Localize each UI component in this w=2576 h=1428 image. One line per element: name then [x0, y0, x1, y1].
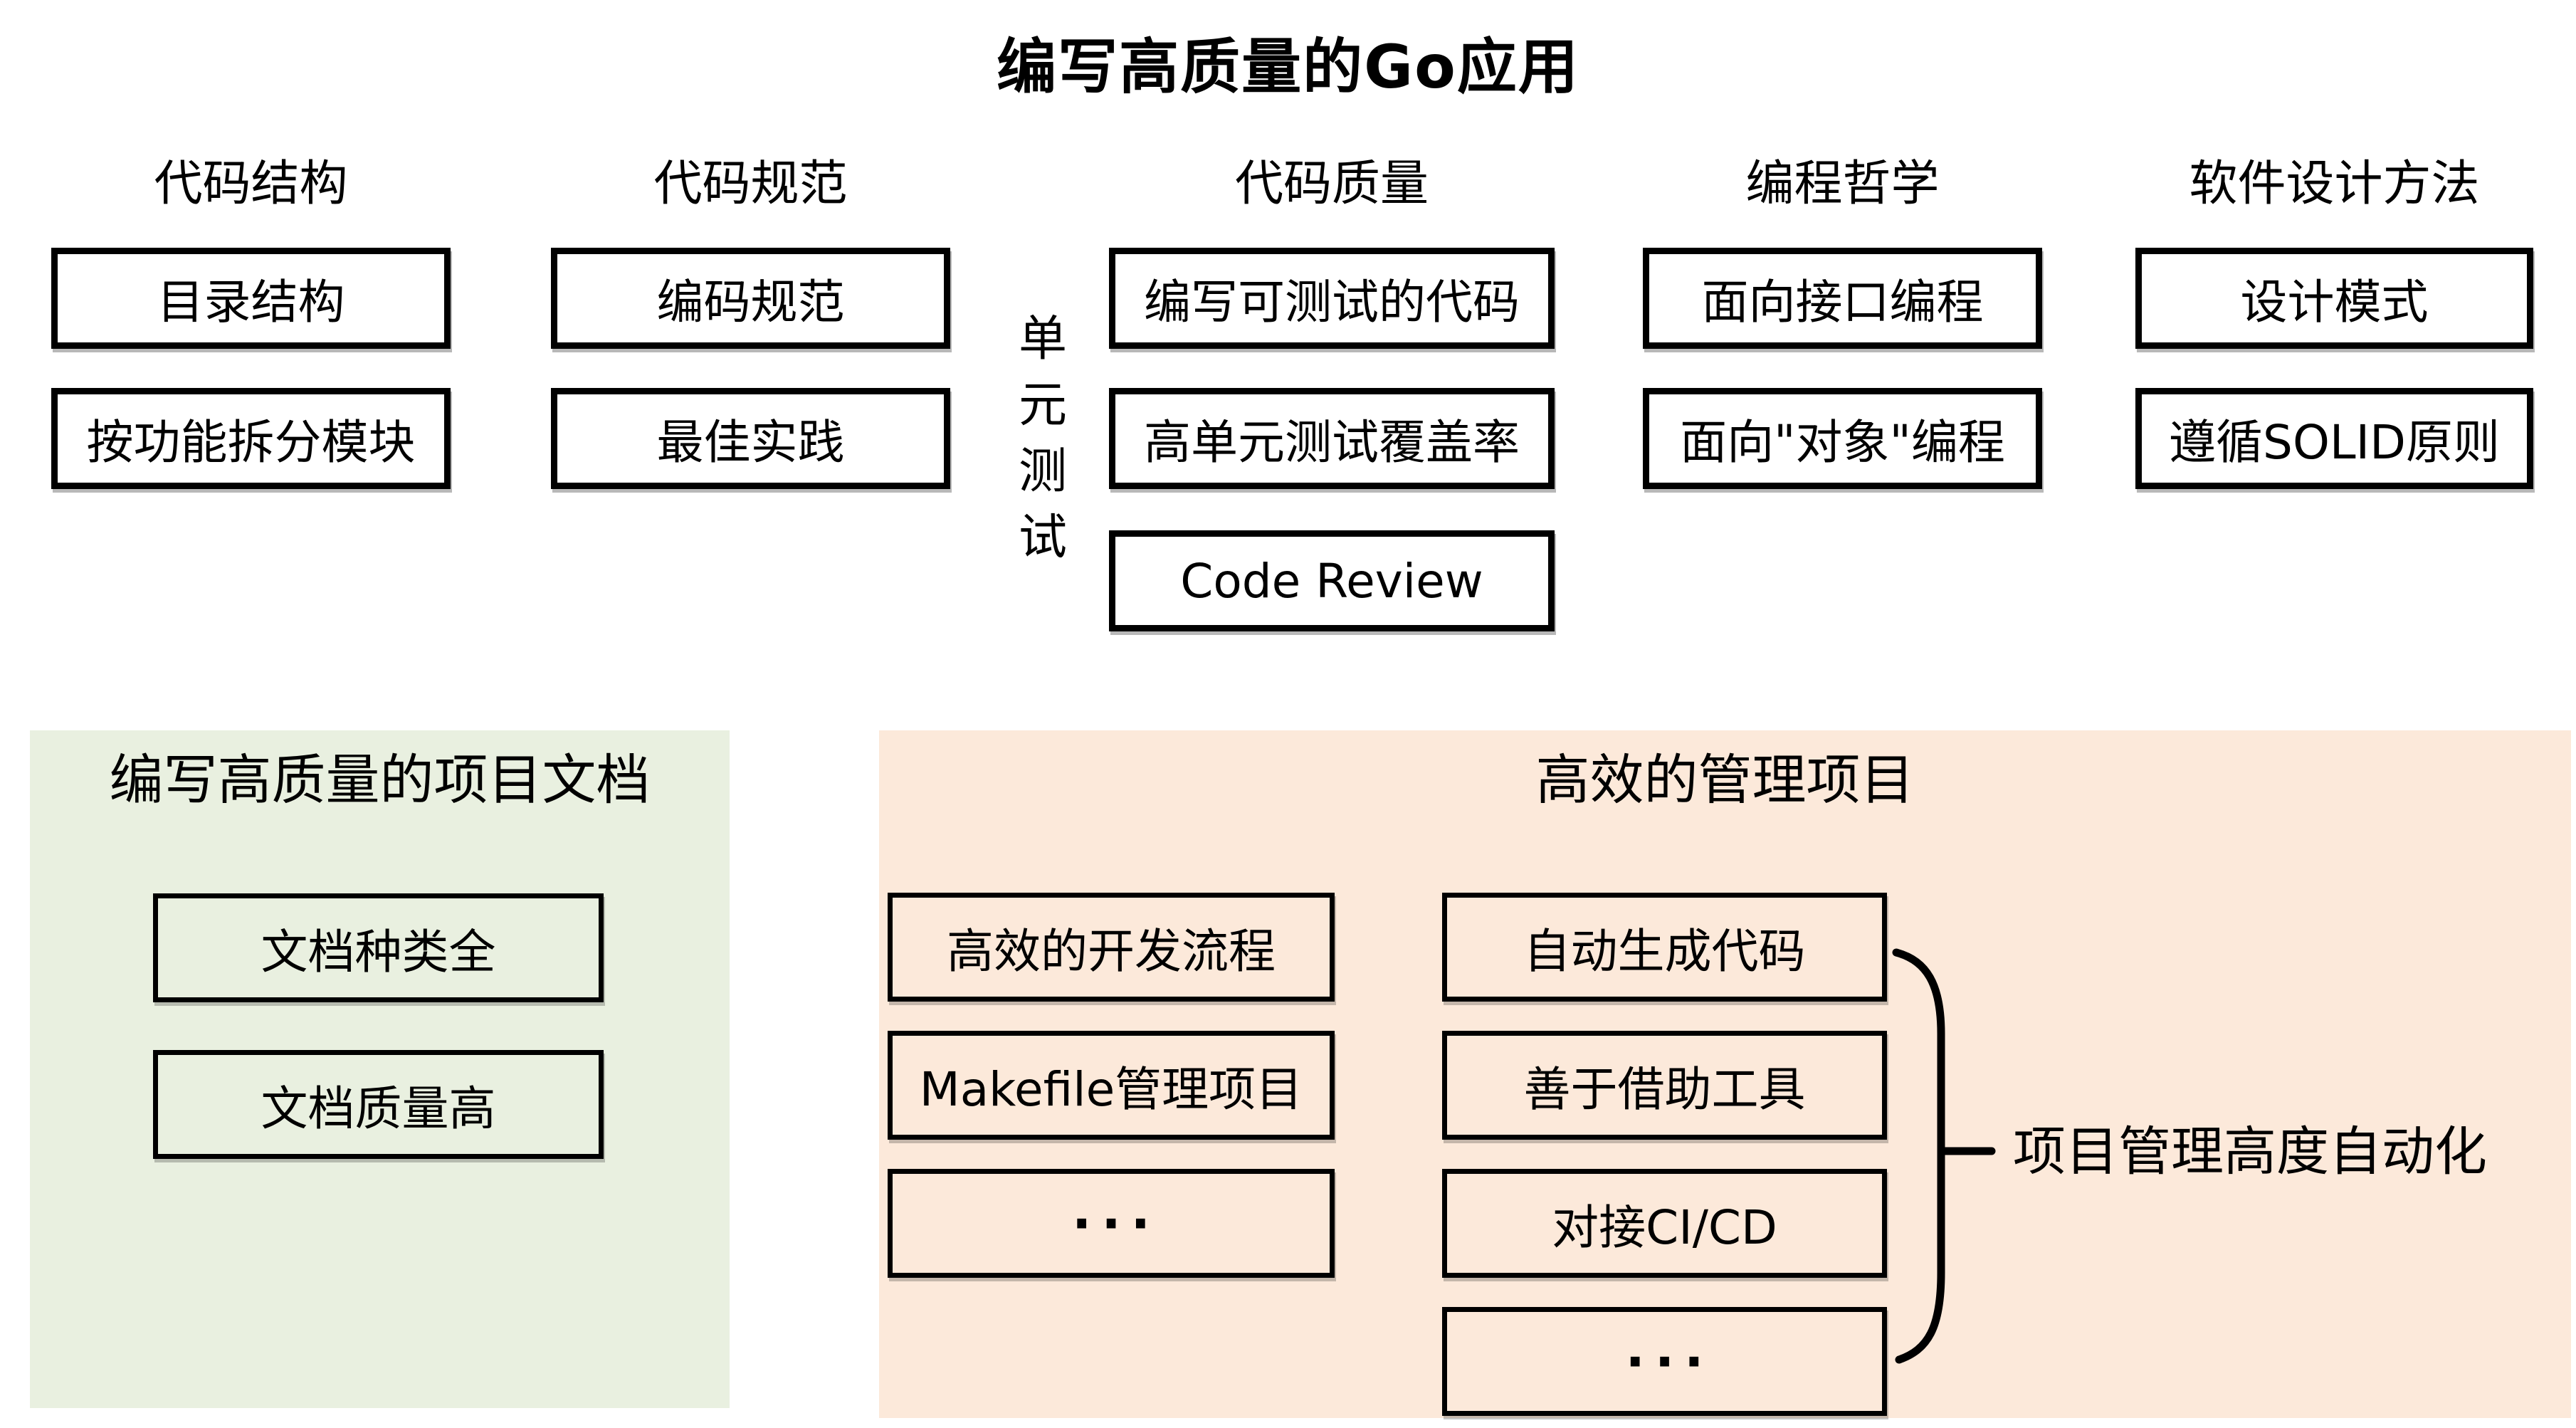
brace-label: 项目管理高度自动化 — [2013, 1121, 2487, 1182]
box-coding-standards: 编码规范 — [551, 248, 950, 349]
column-header-code-quality: 代码质量 — [1234, 156, 1429, 212]
brace-icon — [1892, 948, 1996, 1364]
page-title: 编写高质量的Go应用 — [997, 32, 1579, 102]
box-makefile-project-management: Makefile管理项目 — [888, 1031, 1335, 1140]
box-good-at-using-tools: 善于借助工具 — [1442, 1031, 1887, 1140]
side-label-unit-test: 单元测试 — [1018, 311, 1067, 566]
box-design-patterns: 设计模式 — [2135, 248, 2533, 349]
docs-panel-title: 编写高质量的项目文档 — [109, 748, 651, 812]
box-best-practices: 最佳实践 — [551, 388, 950, 489]
manage-panel: 高效的管理项目 高效的开发流程 Makefile管理项目 ··· 自动生成代码 … — [879, 730, 2571, 1418]
docs-panel: 编写高质量的项目文档 文档种类全 文档质量高 — [30, 730, 730, 1408]
box-left-ellipsis: ··· — [888, 1169, 1335, 1278]
box-auto-generate-code: 自动生成代码 — [1442, 893, 1887, 1002]
box-complete-doc-types: 文档种类全 — [153, 893, 604, 1002]
box-code-review: Code Review — [1109, 530, 1555, 631]
box-high-unit-test-coverage: 高单元测试覆盖率 — [1109, 388, 1555, 489]
box-right-ellipsis: ··· — [1442, 1307, 1887, 1416]
box-efficient-dev-workflow: 高效的开发流程 — [888, 893, 1335, 1002]
manage-panel-title: 高效的管理项目 — [1535, 748, 1915, 812]
box-integrate-ci-cd: 对接CI/CD — [1442, 1169, 1887, 1278]
column-header-programming-philosophy: 编程哲学 — [1745, 156, 1940, 212]
box-split-modules-by-function: 按功能拆分模块 — [51, 388, 451, 489]
column-header-code-structure: 代码结构 — [154, 156, 348, 212]
box-write-testable-code: 编写可测试的代码 — [1109, 248, 1555, 349]
box-high-doc-quality: 文档质量高 — [153, 1050, 604, 1159]
box-follow-solid-principles: 遵循SOLID原则 — [2135, 388, 2533, 489]
column-header-software-design-methods: 软件设计方法 — [2189, 156, 2480, 212]
box-interface-oriented-programming: 面向接口编程 — [1643, 248, 2042, 349]
box-object-oriented-programming: 面向"对象"编程 — [1643, 388, 2042, 489]
column-header-code-style: 代码规范 — [653, 156, 848, 212]
box-directory-structure: 目录结构 — [51, 248, 451, 349]
